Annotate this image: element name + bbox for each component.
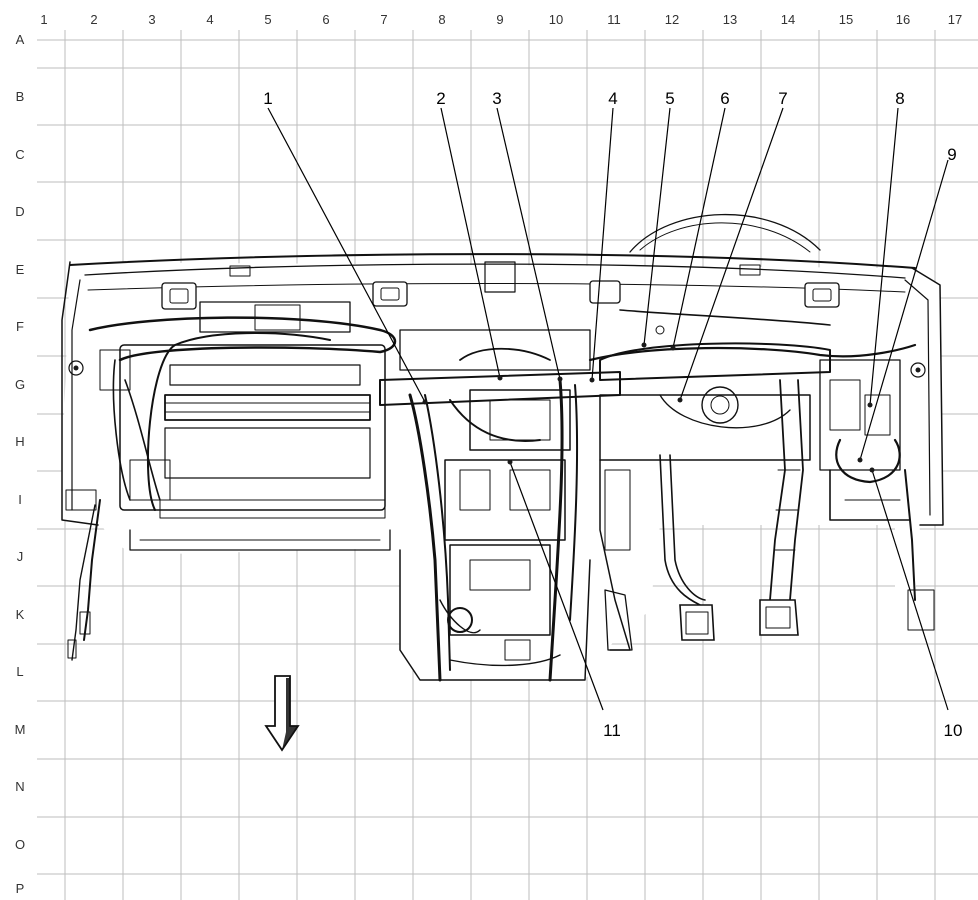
callout-6: 6 bbox=[720, 89, 729, 108]
column-label: 11 bbox=[607, 12, 621, 27]
row-label: M bbox=[15, 722, 26, 737]
callout-labels: 1 2 3 4 5 6 7 8 9 10 11 bbox=[263, 89, 962, 740]
callout-3: 3 bbox=[492, 89, 501, 108]
leader-anchors bbox=[422, 342, 875, 473]
callout-4: 4 bbox=[608, 89, 617, 108]
row-label: L bbox=[16, 664, 23, 679]
row-label: E bbox=[16, 262, 25, 277]
column-label: 15 bbox=[839, 12, 853, 27]
row-label: I bbox=[18, 492, 22, 507]
row-label: H bbox=[15, 434, 24, 449]
row-labels: A B C D E F G H I J K L M N O P bbox=[15, 32, 26, 896]
row-label: C bbox=[15, 147, 24, 162]
column-labels: 1 2 3 4 5 6 7 8 9 10 11 12 13 14 15 16 1… bbox=[40, 12, 962, 27]
column-label: 16 bbox=[896, 12, 910, 27]
callout-5: 5 bbox=[665, 89, 674, 108]
column-label: 7 bbox=[380, 12, 387, 27]
row-label: F bbox=[16, 319, 24, 334]
instrument-panel-drawing bbox=[60, 213, 944, 682]
row-label: D bbox=[15, 204, 24, 219]
row-label: G bbox=[15, 377, 25, 392]
column-label: 1 bbox=[40, 12, 47, 27]
row-label: J bbox=[17, 549, 24, 564]
down-arrow-icon bbox=[264, 675, 300, 752]
column-label: 14 bbox=[781, 12, 795, 27]
callout-1: 1 bbox=[263, 89, 272, 108]
column-label: 5 bbox=[264, 12, 271, 27]
row-label: K bbox=[16, 607, 25, 622]
callout-9: 9 bbox=[947, 145, 956, 164]
row-label: B bbox=[16, 89, 25, 104]
row-label: P bbox=[16, 881, 25, 896]
column-label: 17 bbox=[948, 12, 962, 27]
leader-lines bbox=[267, 107, 949, 711]
column-label: 10 bbox=[549, 12, 563, 27]
row-label: A bbox=[16, 32, 25, 47]
column-label: 8 bbox=[438, 12, 445, 27]
column-label: 3 bbox=[148, 12, 155, 27]
callout-10: 10 bbox=[944, 721, 963, 740]
callout-7: 7 bbox=[778, 89, 787, 108]
column-label: 4 bbox=[206, 12, 213, 27]
callout-8: 8 bbox=[895, 89, 904, 108]
column-label: 12 bbox=[665, 12, 679, 27]
column-label: 2 bbox=[90, 12, 97, 27]
row-label: N bbox=[15, 779, 24, 794]
column-label: 6 bbox=[322, 12, 329, 27]
callout-11: 11 bbox=[603, 721, 621, 740]
callout-2: 2 bbox=[436, 89, 445, 108]
column-label: 13 bbox=[723, 12, 737, 27]
row-label: O bbox=[15, 837, 25, 852]
column-label: 9 bbox=[496, 12, 503, 27]
